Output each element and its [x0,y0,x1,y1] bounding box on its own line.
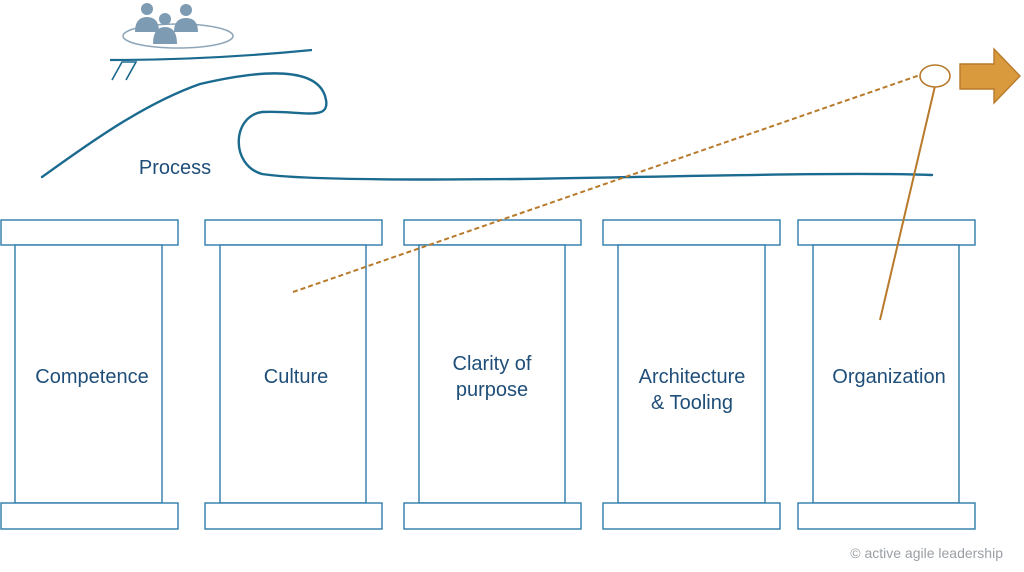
pillar-label-line2: & Tooling [651,392,733,414]
pillar-clarity-of-purpose: Clarity of purpose [403,219,582,530]
pillar-competence: Competence [0,219,179,530]
dashed-connector-line [292,74,921,293]
pillar-label: Architecture [639,366,746,388]
surfboard [109,48,313,81]
anchor-circle-icon [919,64,951,88]
pillar-architecture-tooling: Architecture & Tooling [602,219,781,530]
copyright-text: © active agile leadership [850,545,1003,561]
pillar-label: Clarity of [453,353,532,375]
pillar-label: Organization [832,366,945,388]
pillar-label: Competence [35,366,148,388]
pillar-culture: Culture [204,219,383,530]
people-group-icon [122,3,234,49]
pillar-label: Culture [264,366,328,388]
arrow-right-icon [959,47,1021,105]
pillar-organization: Organization [797,219,976,530]
process-label: Process [139,157,211,179]
wave-line [40,72,934,181]
pillar-label-line2: purpose [456,379,528,401]
solid-connector-line [879,85,936,321]
